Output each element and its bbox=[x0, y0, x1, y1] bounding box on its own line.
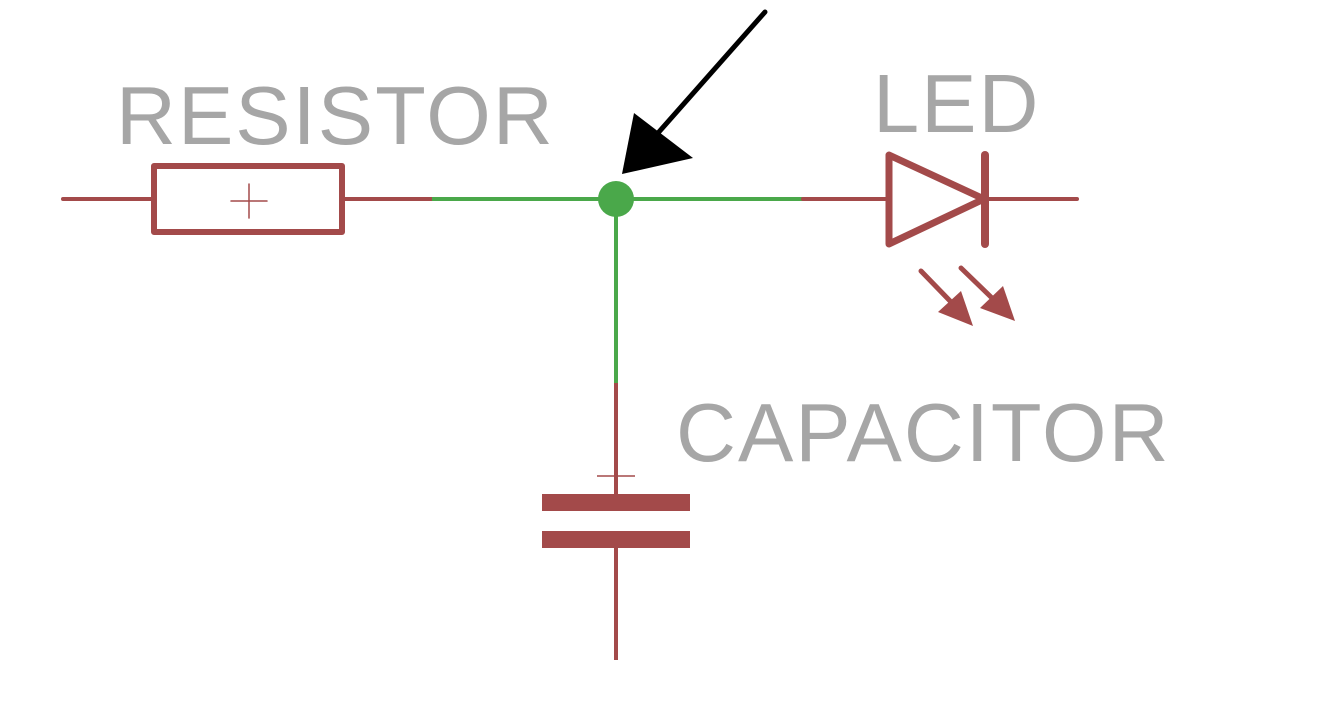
resistor-label: RESISTOR bbox=[116, 69, 555, 162]
pointer-arrow-shaft bbox=[655, 9, 768, 136]
resistor-symbol bbox=[61, 163, 434, 235]
pointer-arrow-head bbox=[622, 113, 693, 174]
led-emission-arrow-1-head bbox=[938, 291, 973, 326]
led-emission-arrow-2-shaft bbox=[958, 265, 995, 301]
pointer-arrow bbox=[622, 9, 768, 174]
resistor-body bbox=[151, 163, 345, 235]
capacitor-plate-bottom bbox=[542, 531, 690, 548]
capacitor-label: CAPACITOR bbox=[676, 386, 1171, 479]
led-symbol bbox=[801, 151, 1079, 326]
led-emission-arrow-2-head bbox=[980, 286, 1015, 321]
led-triangle bbox=[885, 151, 988, 248]
capacitor-plate-top bbox=[542, 494, 690, 511]
net-wires bbox=[432, 197, 803, 383]
capacitor-symbol bbox=[542, 383, 690, 660]
led-emission-arrow-1-shaft bbox=[918, 268, 955, 306]
led-label: LED bbox=[873, 57, 1040, 150]
junction-dot bbox=[598, 181, 634, 217]
